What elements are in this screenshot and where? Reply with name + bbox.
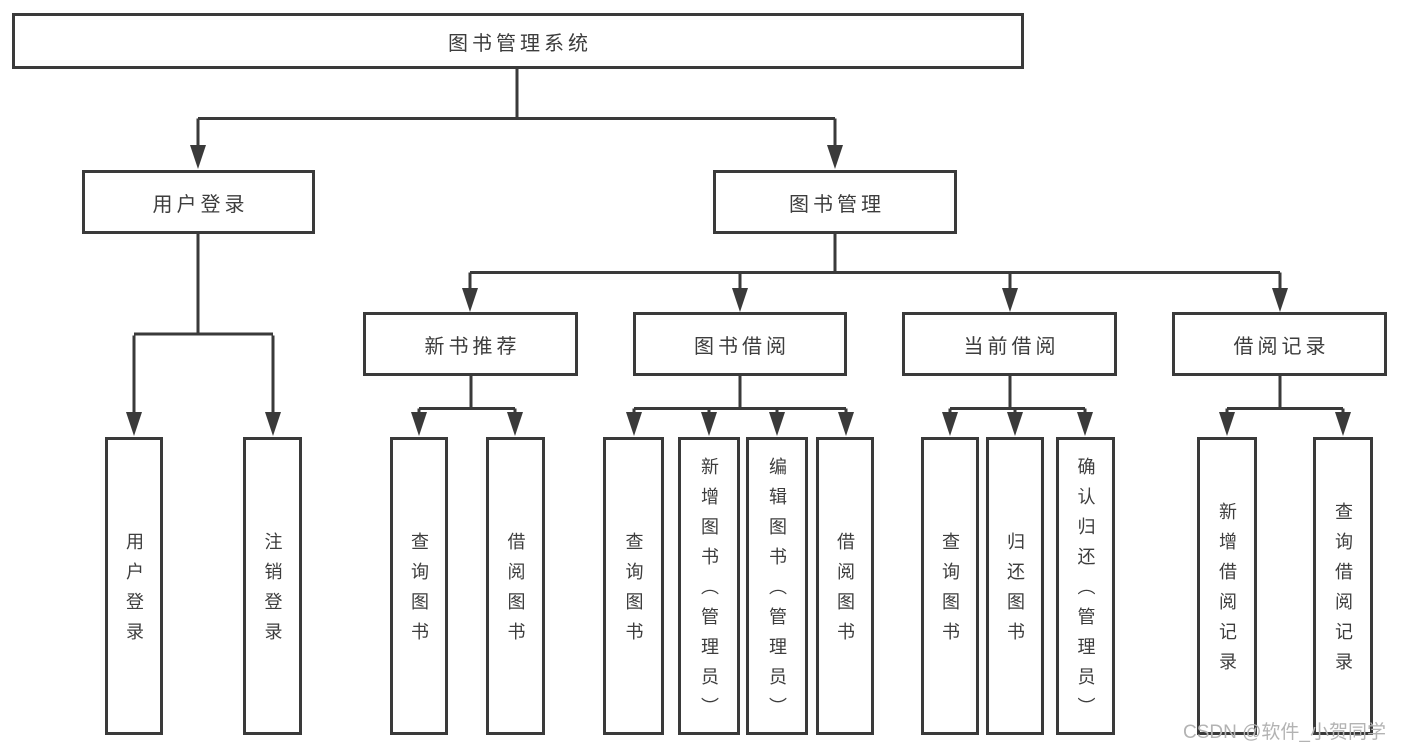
node-book-borrowing: 图书借阅 bbox=[633, 312, 847, 376]
leaf-label: 归还图书 bbox=[1005, 532, 1025, 652]
leaf-query-books: 查询图书 bbox=[603, 437, 664, 735]
node-label: 用户登录 bbox=[152, 193, 249, 216]
leaf-label: 借阅图书 bbox=[835, 532, 855, 652]
leaf-label: 查询图书 bbox=[623, 532, 644, 652]
leaf-label: 查询借阅记录 bbox=[1333, 502, 1353, 682]
leaf-label: 查询图书 bbox=[940, 532, 960, 652]
node-label: 借阅记录 bbox=[1233, 335, 1330, 358]
node-label: 图书借阅 bbox=[694, 335, 790, 358]
leaf-label: 确认归还（管理员） bbox=[1075, 457, 1096, 727]
leaf-add-books-admin: 新增图书（管理员） bbox=[678, 437, 740, 735]
node-label: 当前借阅 bbox=[963, 335, 1060, 358]
leaf-label: 注销登录 bbox=[262, 532, 283, 652]
node-library-management-system: 图书管理系统 bbox=[12, 13, 1024, 69]
leaf-label: 新增借阅记录 bbox=[1217, 502, 1237, 682]
leaf-user-login: 用户登录 bbox=[105, 437, 163, 735]
leaf-label: 用户登录 bbox=[124, 532, 144, 652]
leaf-add-borrow-record: 新增借阅记录 bbox=[1197, 437, 1257, 735]
leaf-return-books: 归还图书 bbox=[986, 437, 1044, 735]
leaf-label: 查询图书 bbox=[409, 532, 429, 652]
leaf-query-borrow-record: 查询借阅记录 bbox=[1313, 437, 1373, 735]
leaf-borrow-books: 借阅图书 bbox=[816, 437, 874, 735]
arrowheads bbox=[126, 145, 1351, 436]
node-label: 新书推荐 bbox=[424, 335, 521, 358]
node-label: 图书管理系统 bbox=[448, 32, 592, 55]
node-label: 图书管理 bbox=[789, 193, 885, 216]
node-current-borrowing: 当前借阅 bbox=[902, 312, 1117, 376]
leaf-borrow-books: 借阅图书 bbox=[486, 437, 545, 735]
csdn-watermark: CSDN @软件_小贺同学 bbox=[1183, 722, 1386, 743]
node-new-book-recommendation: 新书推荐 bbox=[363, 312, 578, 376]
node-user-login: 用户登录 bbox=[82, 170, 315, 234]
leaf-confirm-return-admin: 确认归还（管理员） bbox=[1056, 437, 1115, 735]
leaf-label: 借阅图书 bbox=[505, 532, 526, 652]
leaf-query-books: 查询图书 bbox=[390, 437, 448, 735]
leaf-edit-books-admin: 编辑图书（管理员） bbox=[746, 437, 808, 735]
leaf-label: 编辑图书（管理员） bbox=[767, 457, 787, 727]
leaf-query-books: 查询图书 bbox=[921, 437, 979, 735]
leaf-label: 新增图书（管理员） bbox=[699, 457, 719, 727]
node-borrowing-records: 借阅记录 bbox=[1172, 312, 1387, 376]
leaf-logout: 注销登录 bbox=[243, 437, 302, 735]
node-book-management: 图书管理 bbox=[713, 170, 957, 234]
